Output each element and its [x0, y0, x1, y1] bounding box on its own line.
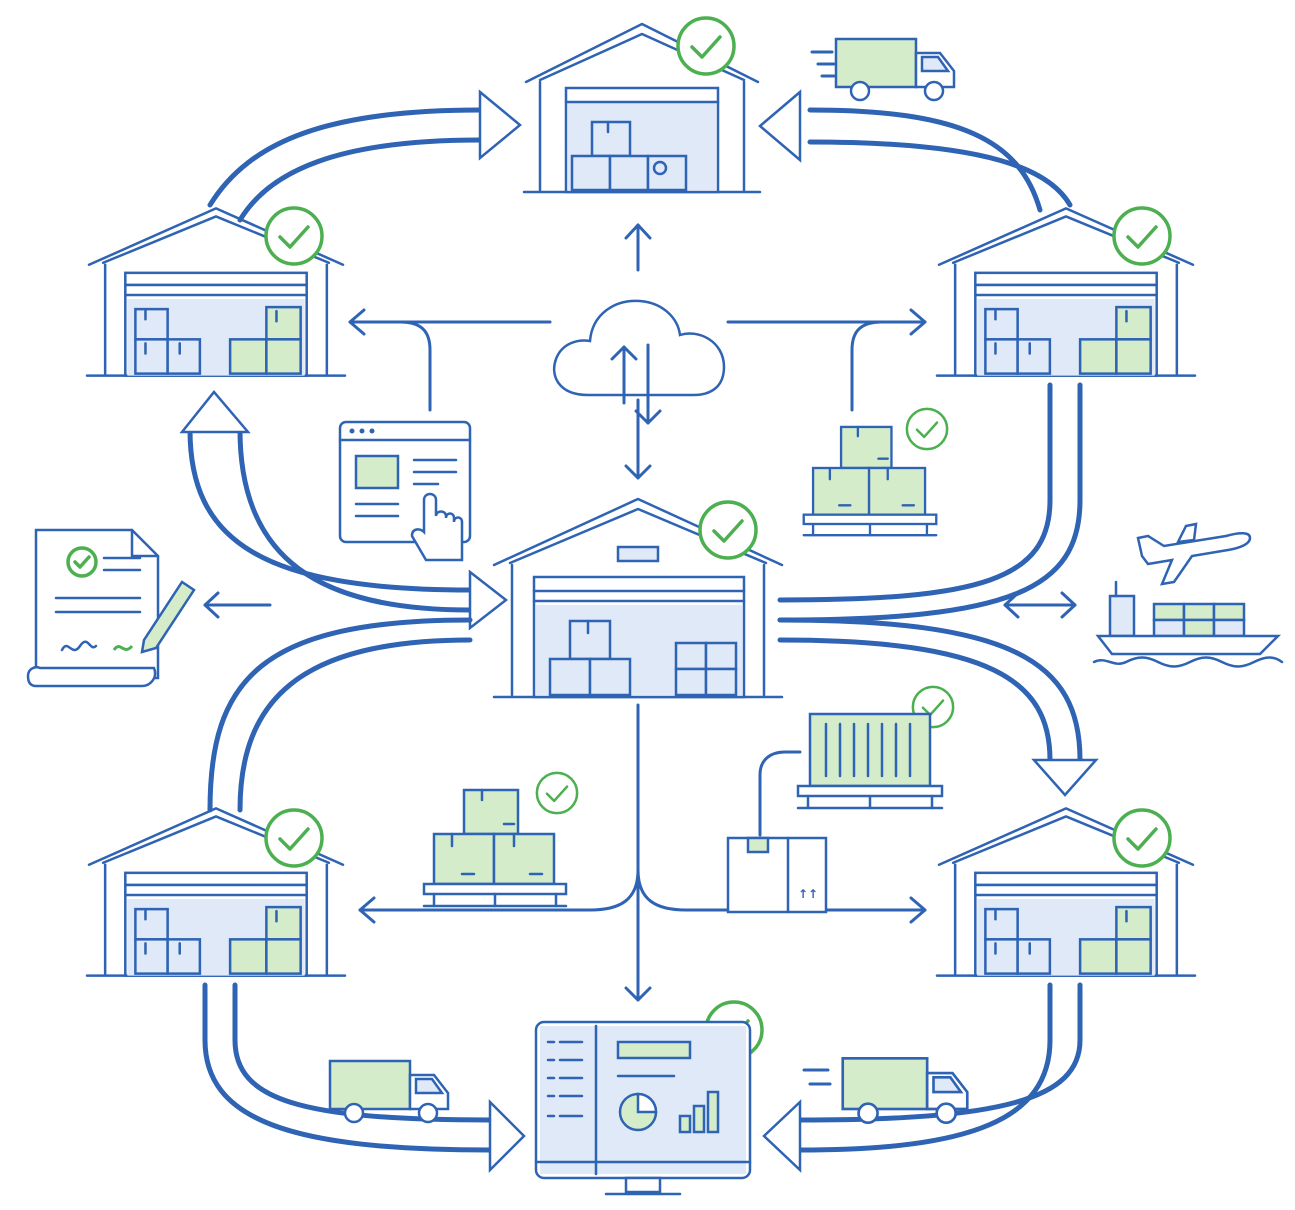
arrowhead-top-right	[758, 89, 802, 163]
cloud-up-head	[624, 223, 652, 240]
arrow-glyph-label: ↑↑	[798, 887, 818, 901]
cloud-hub-head	[624, 464, 652, 480]
delivery-truck-icon	[330, 1061, 448, 1122]
hub-down-head	[624, 986, 652, 1002]
arrow-tr-to-top	[807, 107, 1043, 213]
arrow-left-up-inner	[237, 427, 473, 613]
shipping-container-icon	[796, 712, 944, 810]
pallet-to-cloud-line	[850, 320, 884, 412]
signed-contract-icon	[26, 528, 196, 688]
arrowhead-top-left	[478, 89, 522, 161]
cloud-right-head	[909, 308, 927, 336]
to-ship-head	[1060, 591, 1077, 619]
arrowhead-down-right	[1031, 758, 1099, 797]
analytics-dashboard-icon	[534, 1020, 752, 1196]
cargo-ship-icon	[1092, 580, 1284, 668]
arrow-right-down-inner	[777, 382, 1083, 623]
arrowhead-hub-left	[468, 569, 509, 631]
arrow-hub-right-down	[777, 637, 1053, 763]
checkmark-badge-icon	[266, 810, 322, 866]
checkmark-badge-icon	[1114, 208, 1170, 264]
arrow-left-down-inner	[237, 637, 473, 813]
to-document-head	[203, 591, 220, 619]
cloud-sync-icon	[552, 299, 726, 425]
to-ship-back-head	[1003, 591, 1020, 619]
arrow-left-up	[187, 427, 473, 593]
hub-to-right-head	[909, 896, 927, 924]
web-order-portal-icon	[338, 420, 472, 562]
arrow-br-to-dashboard	[797, 982, 1053, 1153]
arrow-hub-right-down-inner	[777, 617, 1083, 763]
cloud-left-head	[348, 308, 366, 336]
arrowhead-up-left	[179, 390, 251, 434]
flow-arrows	[179, 89, 1099, 1174]
checkmark-badge-icon	[700, 502, 756, 558]
arrow-tl-to-top	[207, 107, 493, 208]
delivery-truck-icon	[802, 1058, 967, 1122]
arrow-bl-to-dashboard	[202, 982, 493, 1153]
container-link-line	[758, 750, 802, 837]
browser-to-cloud-line	[398, 320, 432, 412]
arrow-left-down	[207, 617, 473, 813]
checkmark-badge-icon	[537, 773, 577, 813]
checkmark-badge-icon	[678, 18, 734, 74]
checkmark-badge-icon	[266, 208, 322, 264]
package-box-icon: ↑↑	[726, 836, 828, 914]
checkmark-badge-icon	[1114, 810, 1170, 866]
arrow-tr-to-top-inner	[807, 139, 1073, 208]
arrow-tl-to-top-inner	[237, 137, 483, 223]
delivery-truck-icon	[810, 39, 954, 100]
hub-to-right-line	[636, 868, 927, 912]
warehouse-top	[522, 22, 762, 194]
central-warehouse-icon	[492, 497, 784, 699]
hub-to-left-head	[358, 896, 376, 924]
arrowhead-bottom-left	[488, 1098, 526, 1174]
airplane-icon	[1136, 522, 1252, 586]
arrowhead-bottom-right	[762, 1099, 802, 1173]
arrow-bl-to-dashboard-inner	[232, 982, 493, 1123]
checkmark-badge-icon	[907, 409, 947, 449]
arrow-right-down	[777, 382, 1053, 603]
